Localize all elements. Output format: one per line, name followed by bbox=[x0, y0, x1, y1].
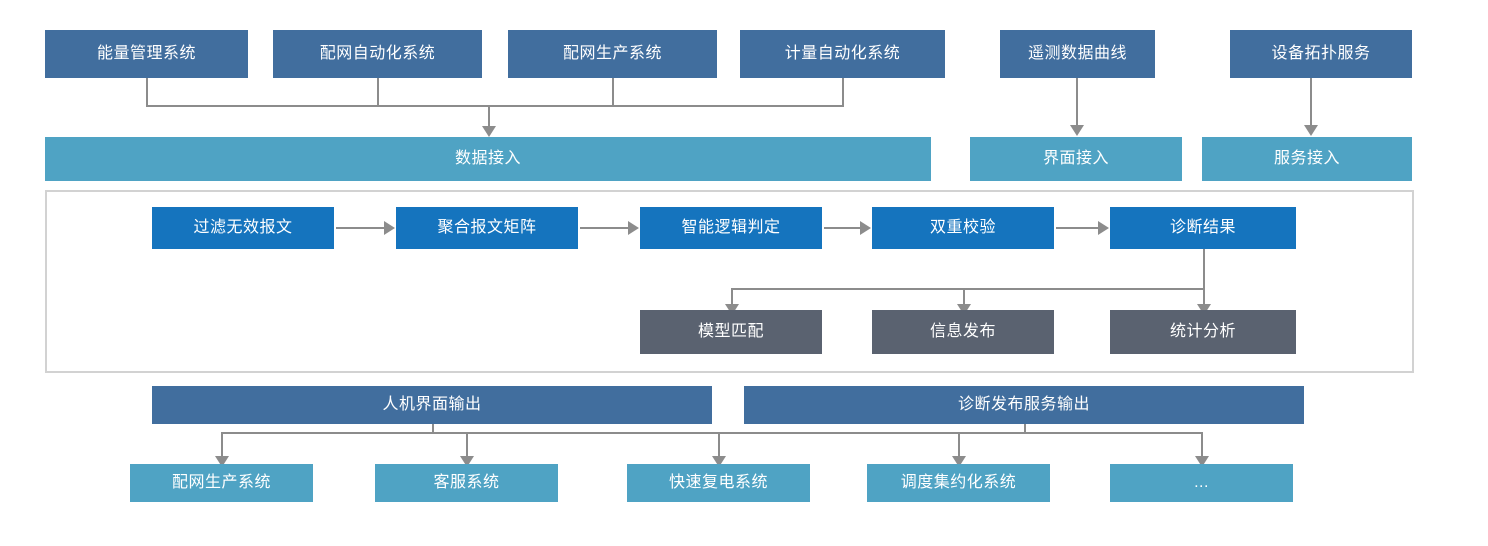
connector-result-model-arrowhead bbox=[725, 304, 739, 315]
connector-chain-1-arrowhead bbox=[384, 221, 395, 235]
connector-chain-3-line bbox=[824, 227, 860, 229]
connector-ui-output-bus bbox=[221, 432, 718, 434]
output-bar-human-machine-interface[interactable]: 人机界面输出 bbox=[152, 386, 712, 424]
connector-results-bus bbox=[731, 288, 1203, 290]
connector-ui-to-fast-restore-drop bbox=[718, 432, 720, 458]
connector-chain-2-arrowhead bbox=[628, 221, 639, 235]
connector-chain-1-line bbox=[336, 227, 384, 229]
consumer-box-customer-service[interactable]: 客服系统 bbox=[375, 464, 558, 502]
result-box-model-matching[interactable]: 模型匹配 bbox=[640, 310, 822, 354]
connector-result-publish-arrowhead bbox=[957, 304, 971, 315]
connector-service-to-more-arrowhead bbox=[1195, 456, 1209, 467]
source-box-device-topology-service[interactable]: 设备拓扑服务 bbox=[1230, 30, 1412, 78]
source-box-energy-management[interactable]: 能量管理系统 bbox=[45, 30, 248, 78]
connector-diagnosis-stem bbox=[1203, 249, 1205, 288]
connector-ui-to-customer-service-drop bbox=[466, 432, 468, 458]
connector-dist-prod-drop bbox=[612, 78, 614, 105]
connector-source-bus bbox=[146, 105, 844, 107]
connector-result-stats-drop bbox=[1203, 288, 1205, 305]
process-box-double-verification[interactable]: 双重校验 bbox=[872, 207, 1054, 249]
connector-energy-drop bbox=[146, 78, 148, 105]
connector-chain-2-line bbox=[580, 227, 628, 229]
connector-chain-3-arrowhead bbox=[860, 221, 871, 235]
result-box-statistical-analysis[interactable]: 统计分析 bbox=[1110, 310, 1296, 354]
connector-chain-4-arrowhead bbox=[1098, 221, 1109, 235]
connector-service-output-stem bbox=[1024, 424, 1026, 433]
connector-topology-arrowhead bbox=[1304, 125, 1318, 136]
connector-result-model-drop bbox=[731, 288, 733, 305]
connector-source-bus-arrowhead bbox=[482, 126, 496, 137]
connector-result-publish-drop bbox=[963, 288, 965, 305]
consumer-box-dispatch-intensive[interactable]: 调度集约化系统 bbox=[867, 464, 1050, 502]
process-box-filter-invalid-messages[interactable]: 过滤无效报文 bbox=[152, 207, 334, 249]
connector-ui-to-fast-restore-arrowhead bbox=[712, 456, 726, 467]
consumer-box-fast-restoration[interactable]: 快速复电系统 bbox=[627, 464, 810, 502]
connector-service-output-bus bbox=[718, 432, 1203, 434]
connector-source-bus-stem bbox=[488, 105, 490, 127]
output-bar-diagnosis-publishing-service[interactable]: 诊断发布服务输出 bbox=[744, 386, 1304, 424]
source-box-distribution-production[interactable]: 配网生产系统 bbox=[508, 30, 717, 78]
connector-result-stats-arrowhead bbox=[1197, 304, 1211, 315]
access-bar-ui[interactable]: 界面接入 bbox=[970, 137, 1182, 181]
connector-chain-4-line bbox=[1056, 227, 1098, 229]
connector-ui-to-dist-prod-arrowhead bbox=[215, 456, 229, 467]
process-box-intelligent-logic-decision[interactable]: 智能逻辑判定 bbox=[640, 207, 822, 249]
source-box-metering-automation[interactable]: 计量自动化系统 bbox=[740, 30, 945, 78]
process-box-diagnosis-result[interactable]: 诊断结果 bbox=[1110, 207, 1296, 249]
connector-dist-auto-drop bbox=[377, 78, 379, 105]
process-box-aggregate-message-matrix[interactable]: 聚合报文矩阵 bbox=[396, 207, 578, 249]
source-box-distribution-automation[interactable]: 配网自动化系统 bbox=[273, 30, 482, 78]
connector-service-to-dispatch-arrowhead bbox=[952, 456, 966, 467]
consumer-box-distribution-production[interactable]: 配网生产系统 bbox=[130, 464, 313, 502]
connector-topology-stem bbox=[1310, 78, 1312, 126]
consumer-box-more[interactable]: ... bbox=[1110, 464, 1293, 502]
connector-telemetry-stem bbox=[1076, 78, 1078, 126]
source-box-telemetry-curve[interactable]: 遥测数据曲线 bbox=[1000, 30, 1155, 78]
connector-ui-output-stem bbox=[432, 424, 434, 433]
connector-metering-drop bbox=[842, 78, 844, 105]
connector-service-to-more-drop bbox=[1201, 432, 1203, 458]
result-box-information-publishing[interactable]: 信息发布 bbox=[872, 310, 1054, 354]
connector-telemetry-arrowhead bbox=[1070, 125, 1084, 136]
connector-ui-to-dist-prod-drop bbox=[221, 432, 223, 458]
access-bar-service[interactable]: 服务接入 bbox=[1202, 137, 1412, 181]
connector-ui-to-customer-service-arrowhead bbox=[460, 456, 474, 467]
process-panel bbox=[45, 190, 1414, 373]
access-bar-data[interactable]: 数据接入 bbox=[45, 137, 931, 181]
connector-service-to-dispatch-drop bbox=[958, 432, 960, 458]
